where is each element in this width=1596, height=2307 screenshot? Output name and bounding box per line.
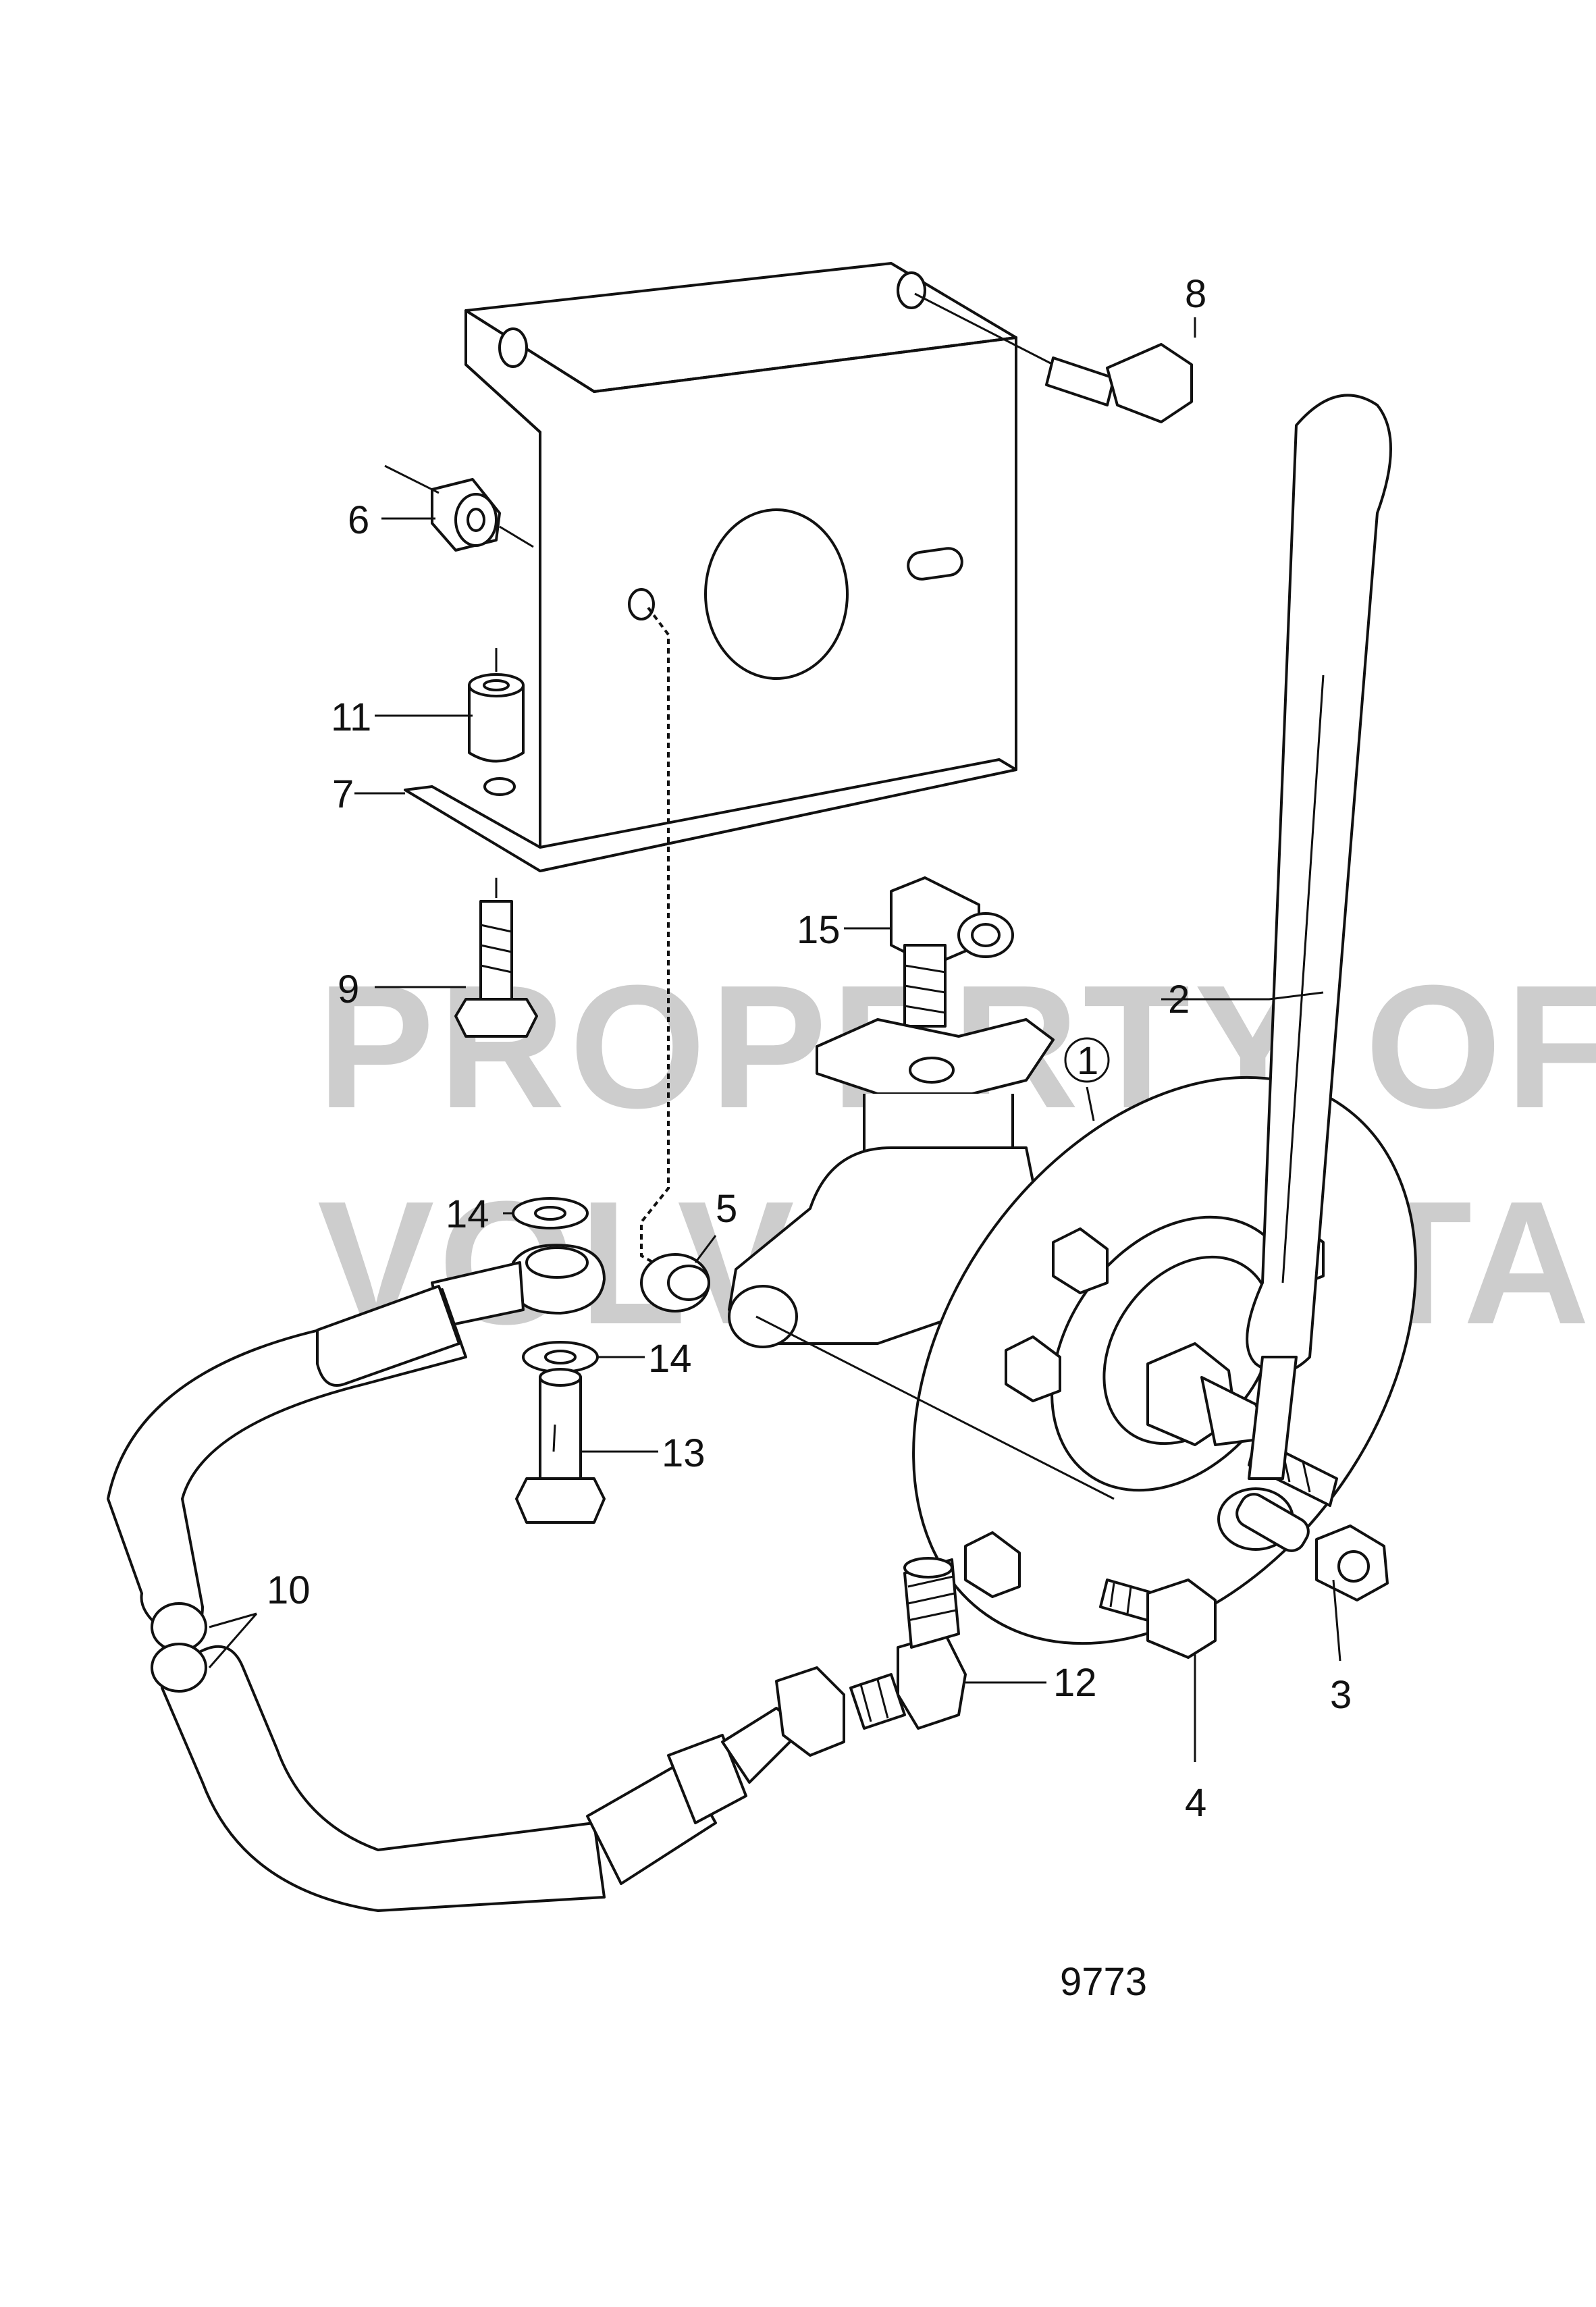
figure-number: 9773 — [1060, 1960, 1147, 2004]
handle — [1217, 394, 1392, 1552]
hose — [107, 1285, 845, 1912]
spacer — [640, 1253, 710, 1312]
nut — [1315, 1524, 1389, 1601]
screw — [454, 878, 538, 1038]
flange-bolt — [914, 292, 1193, 423]
callout-4: 4 — [1185, 1781, 1206, 1825]
bracket — [404, 262, 1017, 872]
callout-6: 6 — [348, 498, 369, 542]
callout-7: 7 — [332, 772, 354, 816]
callout-15: 15 — [797, 908, 841, 952]
sleeve — [468, 648, 525, 763]
callout-2: 2 — [1168, 978, 1190, 1022]
callout-14-upper: 14 — [446, 1192, 489, 1236]
flange-nut — [384, 465, 534, 552]
bolt — [1099, 1579, 1217, 1659]
callout-1-circle — [1064, 1037, 1110, 1083]
banjo-bolt — [515, 1368, 606, 1524]
callout-3: 3 — [1330, 1673, 1352, 1717]
callout-13: 13 — [662, 1431, 706, 1475]
angle-connector — [890, 876, 1014, 1028]
leader-lines — [208, 317, 1341, 1762]
callout-14-lower: 14 — [648, 1337, 692, 1381]
callout-10: 10 — [267, 1568, 311, 1612]
callout-labels: 1 2 3 4 5 6 7 8 9 10 11 12 13 14 14 15 — [267, 272, 1352, 1825]
callout-8: 8 — [1185, 272, 1206, 316]
callout-12: 12 — [1053, 1661, 1097, 1705]
callout-11: 11 — [331, 695, 371, 739]
banjo-union — [431, 1244, 606, 1328]
callout-5: 5 — [716, 1187, 737, 1231]
callout-9: 9 — [338, 967, 359, 1011]
elbow-nipple — [849, 1557, 967, 1730]
callout-1: 1 — [1077, 1039, 1098, 1083]
